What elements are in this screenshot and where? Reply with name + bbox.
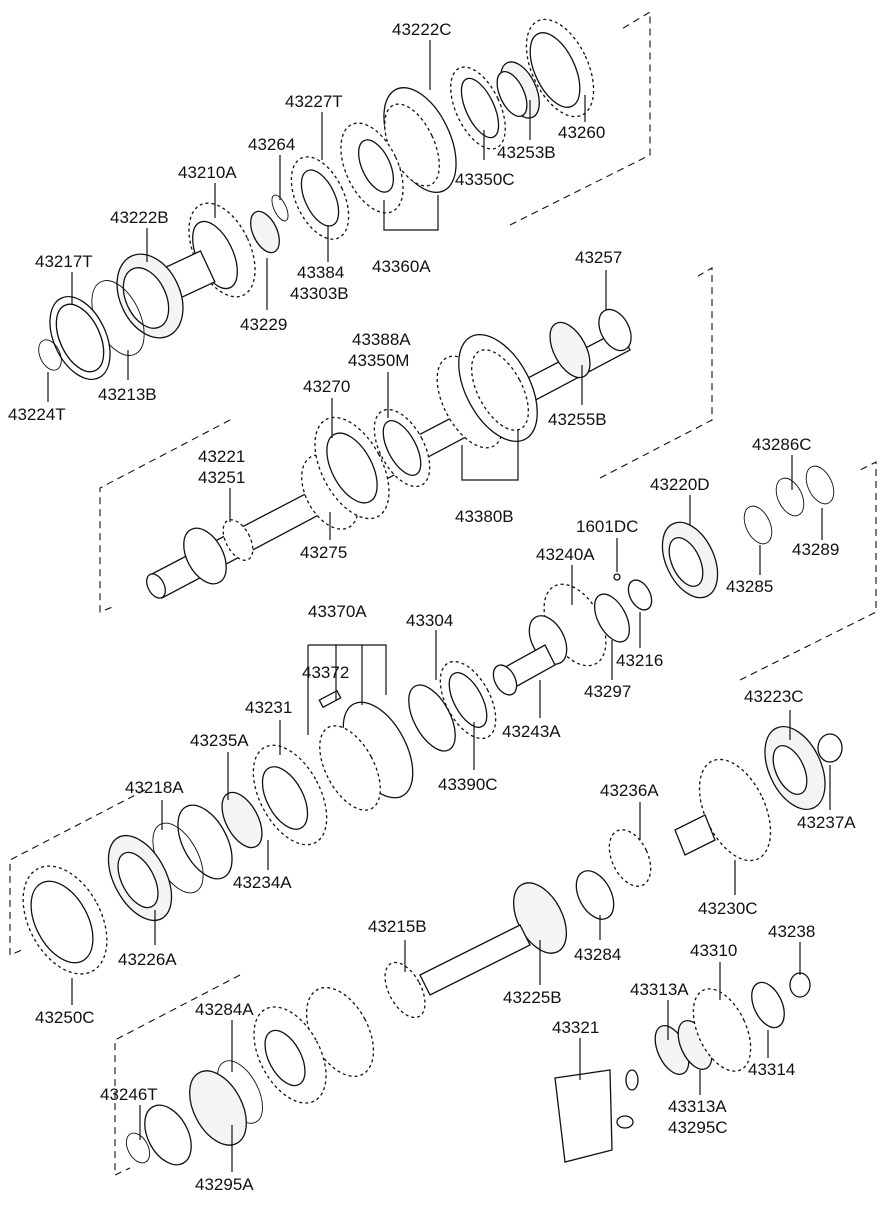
group-6-parts	[125, 870, 615, 1166]
label-43250C: 43250C	[35, 1008, 95, 1027]
group-4-parts	[22, 579, 653, 975]
label-43350M: 43350M	[348, 351, 409, 370]
label-43224T: 43224T	[8, 405, 66, 424]
label-43225B: 43225B	[503, 988, 562, 1007]
label-43238: 43238	[768, 922, 815, 941]
label-43213B: 43213B	[98, 385, 157, 404]
group-5-parts	[608, 725, 843, 887]
label-43257: 43257	[575, 248, 622, 267]
label-43243A: 43243A	[502, 722, 561, 741]
label-43360A: 43360A	[372, 257, 431, 276]
label-43321: 43321	[552, 1018, 599, 1037]
label-43313A-top: 43313A	[630, 980, 689, 999]
label-43303B: 43303B	[290, 284, 349, 303]
label-43215B: 43215B	[368, 917, 427, 936]
label-43310: 43310	[690, 941, 737, 960]
part-labels: 43222C 43227T 43264 43210A 43222B 43217T…	[8, 20, 856, 1194]
label-43218A: 43218A	[125, 778, 184, 797]
label-43222C: 43222C	[392, 20, 452, 39]
label-43223C: 43223C	[744, 687, 804, 706]
label-43275: 43275	[300, 543, 347, 562]
label-43236A: 43236A	[600, 781, 659, 800]
label-43350C: 43350C	[455, 170, 515, 189]
label-43390C: 43390C	[438, 775, 498, 794]
label-43230C: 43230C	[698, 899, 758, 918]
label-43264: 43264	[248, 135, 295, 154]
label-43297: 43297	[584, 682, 631, 701]
label-43286C: 43286C	[752, 435, 812, 454]
group-7-parts	[554, 972, 811, 1163]
label-43231: 43231	[245, 698, 292, 717]
label-43370A: 43370A	[308, 602, 367, 621]
label-43270: 43270	[303, 377, 350, 396]
label-43255B: 43255B	[548, 410, 607, 429]
label-43284: 43284	[574, 945, 621, 964]
label-43235A: 43235A	[190, 731, 249, 750]
label-43222B: 43222B	[110, 208, 169, 227]
label-43314: 43314	[748, 1060, 795, 1079]
group-2-parts	[146, 308, 632, 599]
leader-lines	[47, 40, 831, 1172]
label-1601DC: 1601DC	[576, 517, 638, 536]
label-43221: 43221	[198, 447, 245, 466]
label-43240A: 43240A	[536, 545, 595, 564]
group-1-parts	[38, 18, 595, 381]
label-43229: 43229	[240, 315, 287, 334]
label-43227T: 43227T	[285, 92, 343, 111]
label-43388A: 43388A	[352, 330, 411, 349]
label-43251: 43251	[198, 468, 245, 487]
label-43220D: 43220D	[650, 475, 710, 494]
label-43304: 43304	[406, 611, 453, 630]
group-outlines	[9, 11, 877, 1176]
label-43313A-bottom: 43313A	[668, 1097, 727, 1116]
label-43226A: 43226A	[118, 950, 177, 969]
label-43295A: 43295A	[195, 1175, 254, 1194]
label-43246T: 43246T	[100, 1085, 158, 1104]
label-43210A: 43210A	[178, 163, 237, 182]
label-43284A: 43284A	[195, 1000, 254, 1019]
label-43380B: 43380B	[455, 507, 514, 526]
label-43217T: 43217T	[35, 252, 93, 271]
group-3-parts	[613, 465, 835, 599]
label-43237A: 43237A	[797, 813, 856, 832]
label-43372: 43372	[302, 663, 349, 682]
label-43234A: 43234A	[233, 873, 292, 892]
label-43295C: 43295C	[668, 1118, 728, 1137]
label-43216: 43216	[616, 651, 663, 670]
label-43253B: 43253B	[497, 143, 556, 162]
label-43384: 43384	[297, 263, 344, 282]
label-43289: 43289	[792, 540, 839, 559]
label-43285: 43285	[726, 577, 773, 596]
label-43260: 43260	[558, 123, 605, 142]
